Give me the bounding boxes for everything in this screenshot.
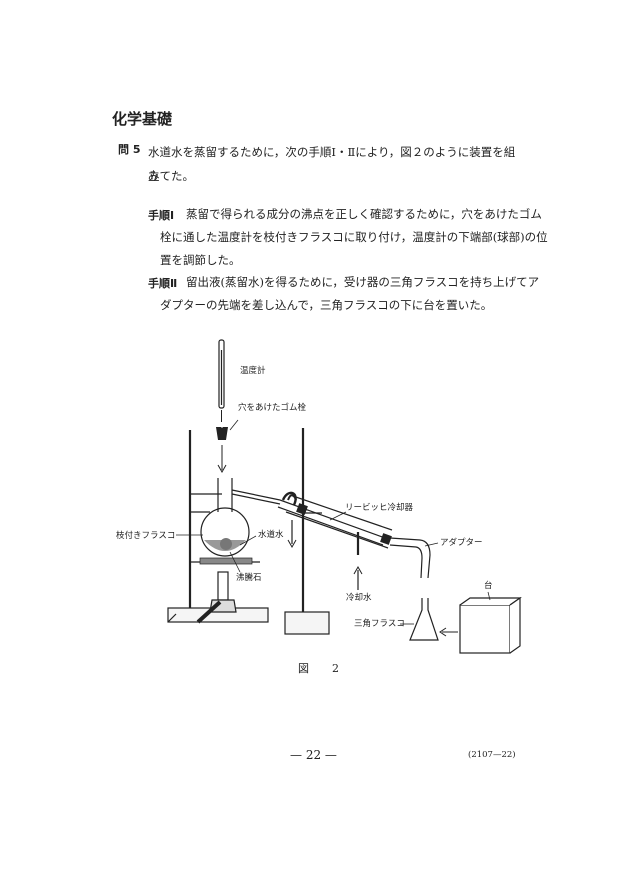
liebig-condenser-icon xyxy=(277,494,393,549)
label-erlenmeyer: 三角フラスコ xyxy=(354,618,405,629)
label-stopper: 穴をあけたゴム栓 xyxy=(238,402,307,413)
boiling-stone-icon xyxy=(220,538,232,550)
label-branch-flask: 枝付きフラスコ xyxy=(116,530,175,541)
step-1-line: 栓に通した温度計を枝付きフラスコに取り付け，温度計の下端部(球部)の位 xyxy=(160,230,548,244)
distillation-apparatus-figure: 温度計 穴をあけたゴム栓 枝付きフラスコ 水道水 沸騰石 xyxy=(116,339,522,654)
step-2-line: 留出液(蒸留水)を得るために，受け器の三角フラスコを持ち上げてア xyxy=(186,275,540,289)
stand-block-icon xyxy=(459,596,522,654)
water-outlet-tube xyxy=(281,491,297,506)
step-2-line: ダプターの先端を差し込んで，三角フラスコの下に台を置いた。 xyxy=(160,298,493,312)
label-stand: 台 xyxy=(484,580,493,591)
rubber-stopper-icon xyxy=(216,422,228,440)
label-liebig: リービッヒ冷却器 xyxy=(345,502,414,513)
label-adapter: アダプター xyxy=(440,537,483,548)
question-text-line2: 立てた。 xyxy=(148,169,194,183)
figure-caption: 図 2 xyxy=(298,662,345,675)
question-label: 問 5 xyxy=(118,143,141,156)
page-number: — 22 — xyxy=(290,748,337,762)
section-title: 化学基礎 xyxy=(112,110,173,128)
adapter-icon xyxy=(389,537,431,579)
label-cooling-water: 冷却水 xyxy=(346,592,372,603)
step-2-label: 手順Ⅱ xyxy=(148,277,178,290)
label-thermometer: 温度計 xyxy=(240,365,266,376)
wire-gauze-icon xyxy=(199,557,253,565)
page-code: (2107—22) xyxy=(468,750,516,760)
step-1-line: 蒸留で得られる成分の沸点を正しく確認するために，穴をあけたゴム xyxy=(186,207,542,221)
thermometer-icon xyxy=(218,339,225,409)
right-stand xyxy=(284,428,330,635)
burner-icon xyxy=(196,571,237,624)
step-1-label: 手順Ⅰ xyxy=(148,209,175,222)
label-tap-water: 水道水 xyxy=(258,529,284,540)
question-text-line1: 水道水を蒸留するために，次の手順Ⅰ・Ⅱにより，図２のように装置を組み xyxy=(148,145,516,183)
erlenmeyer-flask-icon xyxy=(409,598,439,641)
label-boiling-stone: 沸騰石 xyxy=(236,572,262,583)
step-1-line: 置を調節した。 xyxy=(160,253,241,267)
